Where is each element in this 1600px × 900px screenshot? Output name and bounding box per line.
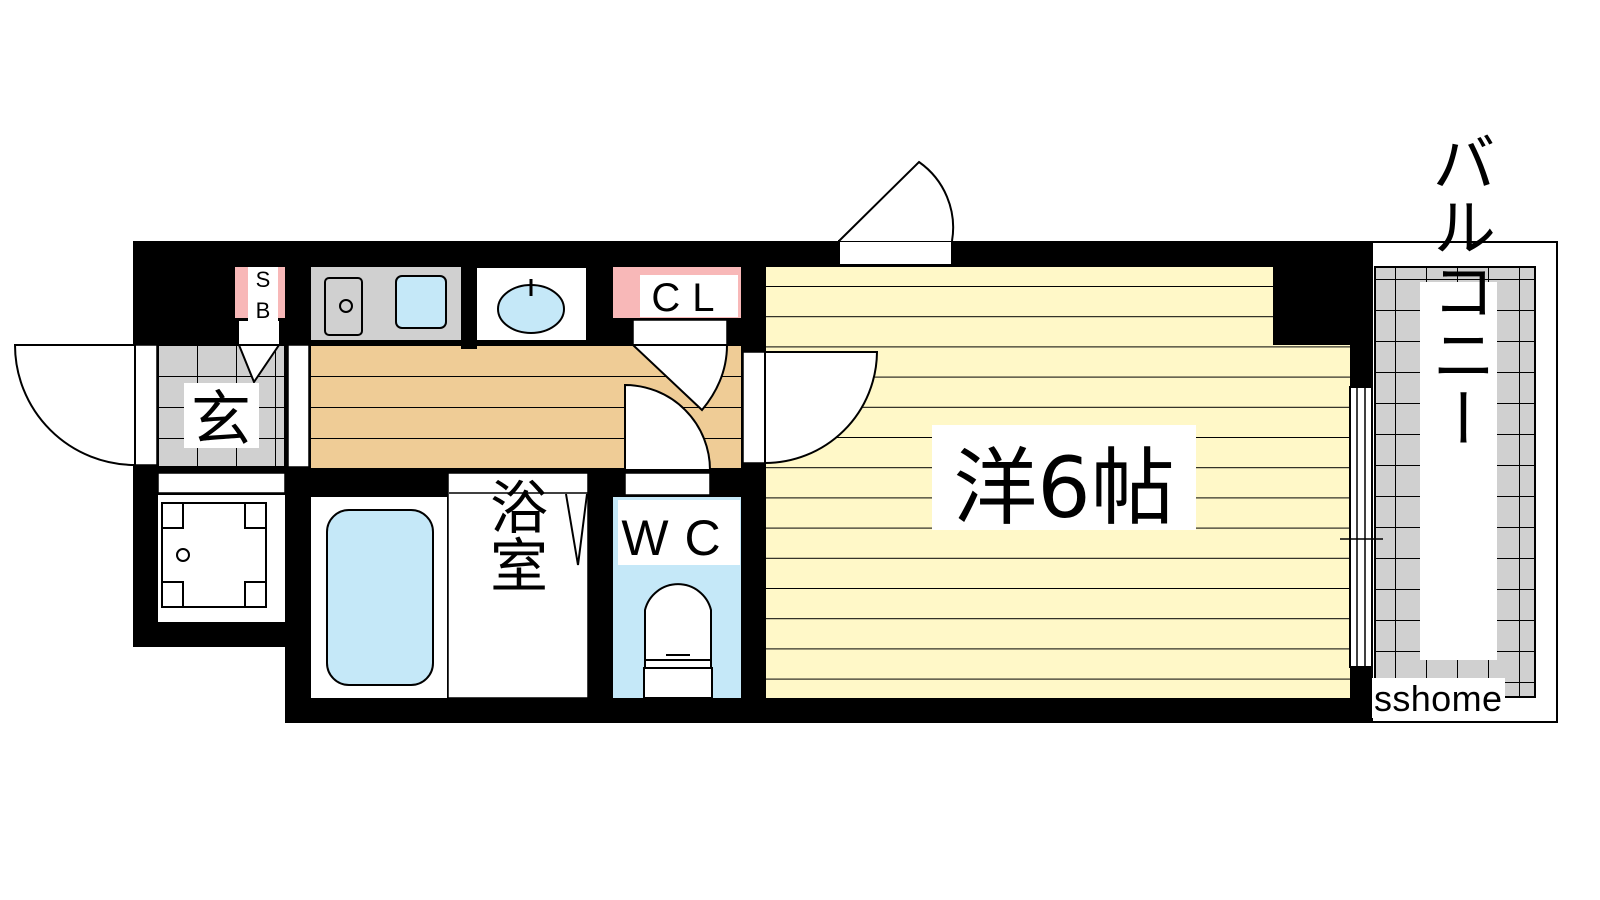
laundry-space — [157, 472, 286, 622]
closet-label: CL — [651, 276, 726, 320]
bathroom: 浴室 — [311, 472, 589, 699]
washing-machine-icon — [161, 502, 267, 608]
front-room-door[interactable] — [838, 160, 955, 266]
entrance-label: 玄 — [191, 385, 251, 455]
toilet-room: WC — [613, 383, 741, 699]
kitchen — [311, 267, 461, 340]
closet-door[interactable] — [630, 344, 729, 412]
washbasin — [477, 268, 586, 340]
toilet-door[interactable] — [624, 383, 712, 471]
balcony-window[interactable] — [1340, 386, 1383, 668]
entrance: 玄 — [157, 344, 310, 468]
kitchen-sink-icon — [395, 275, 447, 329]
balcony: バルコニー — [1371, 130, 1558, 723]
room-door[interactable] — [742, 351, 879, 465]
balcony-label: バルコニー — [1421, 130, 1495, 450]
closet: CL — [613, 267, 741, 412]
toilet-label: WC — [621, 510, 736, 566]
bathroom-door[interactable] — [565, 493, 588, 566]
bathtub-icon — [326, 509, 434, 686]
toilet-icon — [643, 583, 713, 699]
shoe-box-label-s: S — [256, 267, 271, 292]
western-room: 洋6帖 — [766, 267, 1350, 698]
shoe-box-label-b: B — [256, 298, 271, 323]
bathroom-label: 浴室 — [480, 477, 548, 593]
stove-icon — [324, 277, 363, 336]
watermark: sshome — [1374, 678, 1502, 719]
entrance-door[interactable] — [13, 344, 158, 467]
shoe-box: S SB B — [235, 267, 285, 345]
western-room-label: 洋6帖 — [953, 439, 1174, 537]
